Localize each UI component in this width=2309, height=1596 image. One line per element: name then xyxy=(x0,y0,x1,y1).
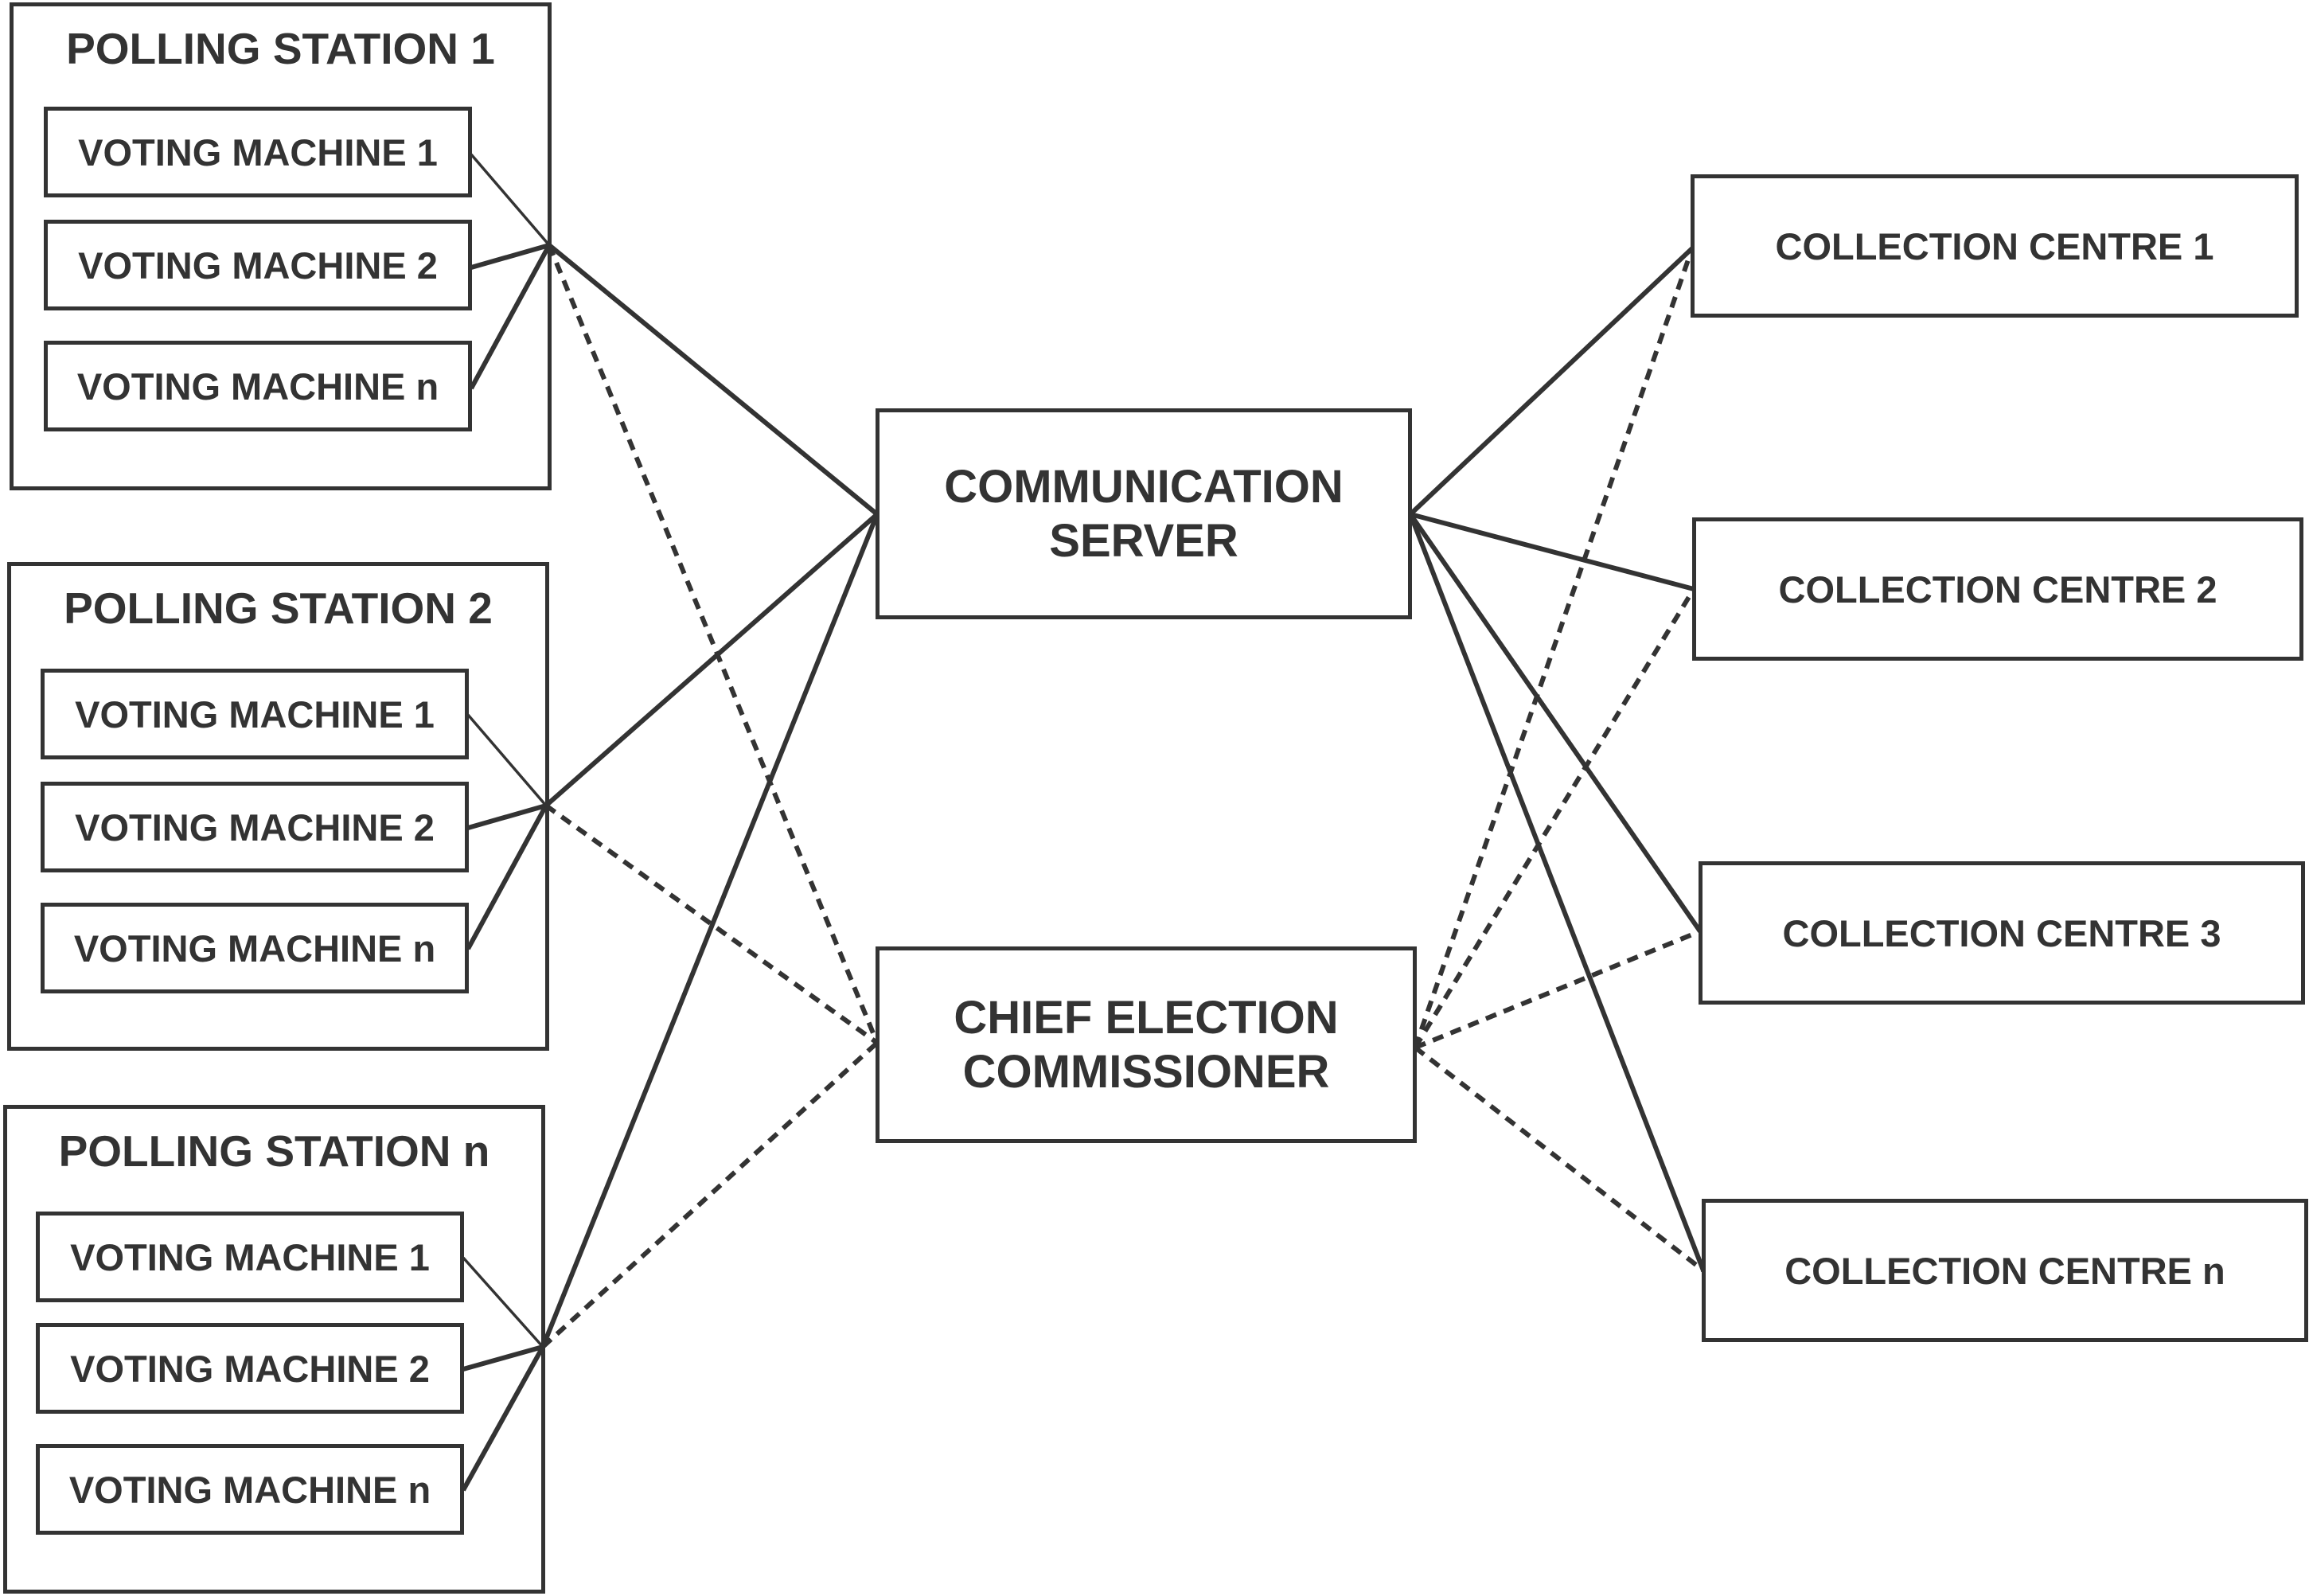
link-ps1-server xyxy=(548,243,879,517)
collection-centre-1: COLLECTION CENTRE 1 xyxy=(1691,174,2299,318)
voting-machine: VOTING MACHINE 2 xyxy=(41,782,469,872)
link-server-cc1 xyxy=(1408,246,1695,517)
link-commissioner-cc2 xyxy=(1413,587,1696,1049)
communication-server: COMMUNICATION SERVER xyxy=(876,408,1412,619)
chief-election-commissioner-line1: CHIEF ELECTION xyxy=(954,991,1339,1044)
link-server-ccn xyxy=(1408,513,1706,1272)
link-ps2-vmn xyxy=(466,804,548,950)
polling-station-title: POLLING STATION 1 xyxy=(66,24,495,73)
voting-machine: VOTING MACHINE n xyxy=(44,341,472,431)
link-ps2-vm2 xyxy=(467,803,547,830)
polling-station-1: POLLING STATION 1 xyxy=(10,2,552,490)
link-commissioner-ccn xyxy=(1414,1045,1705,1273)
link-ps2-server xyxy=(544,512,879,808)
link-psn-commissioner xyxy=(540,1040,880,1349)
link-ps1-vmn xyxy=(469,244,552,390)
polling-station-title: POLLING STATION n xyxy=(58,1126,490,1176)
chief-election-commissioner: CHIEF ELECTION COMMISSIONER xyxy=(876,946,1417,1143)
polling-station-2: POLLING STATION 2 xyxy=(7,562,549,1051)
voting-machine: VOTING MACHINE n xyxy=(41,903,469,993)
link-ps2-vm1 xyxy=(466,713,548,807)
communication-server-line2: SERVER xyxy=(1049,514,1238,567)
polling-station-title: POLLING STATION 2 xyxy=(64,583,493,633)
link-commissioner-cc1 xyxy=(1413,248,1695,1048)
voting-machine: VOTING MACHINE 1 xyxy=(36,1212,464,1302)
collection-centre-3: COLLECTION CENTRE 3 xyxy=(1699,861,2305,1005)
link-psn-vm2 xyxy=(462,1344,544,1372)
polling-station-n: POLLING STATION n xyxy=(3,1105,545,1594)
communication-server-line1: COMMUNICATION xyxy=(944,460,1344,513)
voting-machine: VOTING MACHINE 1 xyxy=(41,669,469,759)
collection-centre-2: COLLECTION CENTRE 2 xyxy=(1692,517,2303,661)
voting-machine: VOTING MACHINE n xyxy=(36,1444,464,1535)
link-ps1-vm1 xyxy=(470,153,551,247)
collection-centre-n: COLLECTION CENTRE n xyxy=(1702,1199,2308,1342)
link-psn-server xyxy=(540,513,880,1348)
chief-election-commissioner-line2: COMMISSIONER xyxy=(962,1045,1330,1098)
link-server-cc2 xyxy=(1410,512,1695,591)
link-psn-vmn xyxy=(461,1345,545,1492)
voting-machine: VOTING MACHINE 2 xyxy=(44,220,472,310)
voting-machine: VOTING MACHINE 1 xyxy=(44,107,472,197)
link-ps1-commissioner xyxy=(547,244,880,1044)
link-psn-vm1 xyxy=(462,1256,544,1348)
link-server-cc3 xyxy=(1408,513,1702,933)
link-ps2-commissioner xyxy=(544,803,879,1045)
link-ps1-vm2 xyxy=(470,243,550,270)
voting-machine: VOTING MACHINE 2 xyxy=(36,1323,464,1414)
link-commissioner-cc3 xyxy=(1414,929,1702,1050)
